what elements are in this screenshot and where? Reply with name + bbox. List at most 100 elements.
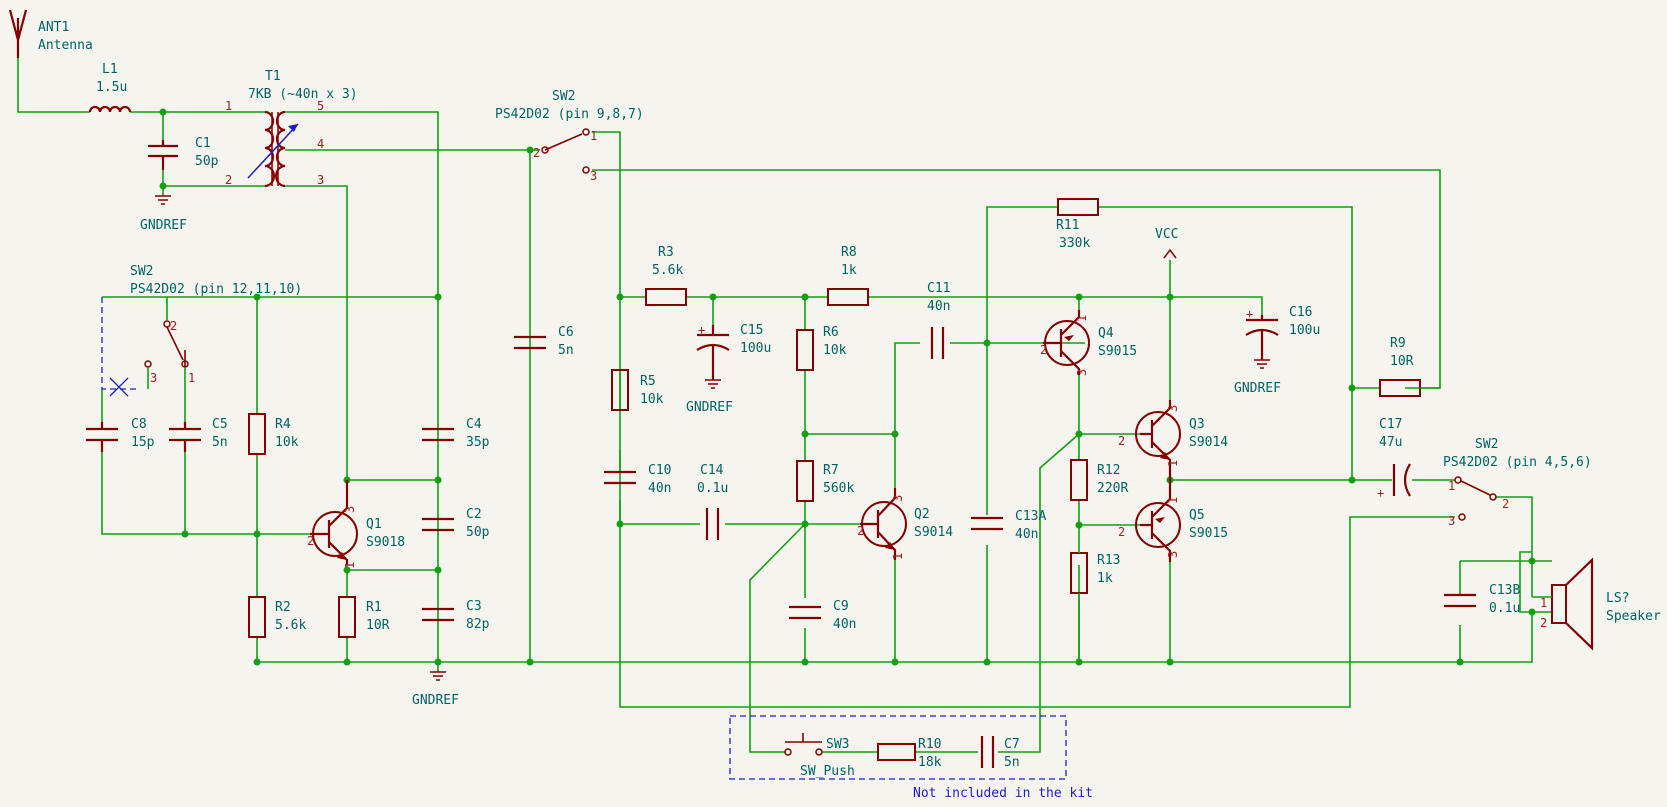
svg-text:SW_Push: SW_Push: [800, 764, 855, 779]
svg-text:1: 1: [1166, 460, 1180, 467]
svg-text:R10: R10: [918, 737, 941, 752]
resistor-r1[interactable]: R1 10R: [338, 596, 390, 638]
svg-text:1: 1: [590, 129, 597, 143]
inductor-l1[interactable]: L1 1.5u: [88, 62, 132, 113]
pushbutton-sw3[interactable]: SW3 SW_Push: [784, 733, 855, 779]
transformer-t1[interactable]: T1 7KB (~40n x 3) 1 2 5 4 3: [225, 69, 358, 188]
capacitor-c4[interactable]: C4 35p: [422, 417, 490, 450]
svg-text:S9015: S9015: [1098, 344, 1137, 359]
resistor-r5[interactable]: R5 10k: [611, 369, 664, 411]
svg-text:3: 3: [1166, 405, 1180, 412]
svg-text:R13: R13: [1097, 553, 1120, 568]
transistor-q5[interactable]: Q5 S9015 2: [1118, 480, 1228, 562]
junctions: [159, 108, 1536, 666]
capacitor-c2[interactable]: C2 50p: [422, 507, 490, 540]
svg-text:R11: R11: [1056, 218, 1079, 233]
resistor-r2[interactable]: R2 5.6k: [248, 596, 306, 638]
svg-text:1k: 1k: [841, 263, 857, 278]
capacitor-c10[interactable]: C10 40n: [604, 463, 671, 496]
svg-text:1: 1: [188, 371, 195, 385]
svg-text:0.1u: 0.1u: [697, 481, 728, 496]
svg-text:LS?: LS?: [1606, 591, 1629, 606]
capacitor-c7[interactable]: C7 5n: [980, 736, 1020, 770]
svg-text:Speaker: Speaker: [1606, 609, 1661, 624]
capacitor-c14[interactable]: C14 0.1u: [697, 463, 728, 540]
capacitor-c16[interactable]: + C16 100u GNDREF: [1234, 305, 1320, 396]
capacitor-c13b[interactable]: C13B 0.1u: [1444, 583, 1520, 616]
switch-sw2-c[interactable]: SW2 PS42D02 (pin 4,5,6) 1 2 3: [1443, 437, 1592, 528]
transistor-q3[interactable]: Q3 S9014 2: [1118, 400, 1228, 480]
svg-text:3: 3: [343, 506, 357, 513]
svg-text:3: 3: [317, 173, 324, 187]
svg-text:40n: 40n: [1015, 527, 1038, 542]
capacitor-c11[interactable]: C11 40n: [927, 281, 950, 359]
sw2b-value: PS42D02 (pin 12,11,10): [130, 282, 302, 297]
svg-text:5n: 5n: [1004, 755, 1020, 770]
transistor-pin-labels: 3 1 3 1 1 3 3 1 1 3: [343, 315, 1180, 569]
resistor-r10[interactable]: R10 18k: [877, 737, 942, 770]
svg-text:3: 3: [150, 371, 157, 385]
svg-text:C8: C8: [131, 417, 147, 432]
transistor-q2[interactable]: Q2 S9014 2: [857, 488, 953, 560]
svg-text:2: 2: [225, 173, 232, 187]
resistor-r7[interactable]: R7 560k: [796, 460, 854, 502]
svg-text:2: 2: [1040, 343, 1047, 357]
svg-text:1: 1: [225, 99, 232, 113]
svg-text:2: 2: [1502, 497, 1509, 511]
svg-text:VCC: VCC: [1155, 227, 1178, 242]
svg-text:3: 3: [1075, 369, 1089, 376]
svg-text:2: 2: [170, 319, 177, 333]
svg-text:PS42D02 (pin 4,5,6): PS42D02 (pin 4,5,6): [1443, 455, 1592, 470]
svg-text:R2: R2: [275, 600, 291, 615]
svg-text:Q5: Q5: [1189, 508, 1205, 523]
capacitor-c9[interactable]: C9 40n: [789, 599, 856, 632]
svg-text:1: 1: [1075, 315, 1089, 322]
capacitor-c13a[interactable]: C13A 40n: [971, 509, 1046, 542]
svg-text:3: 3: [1448, 514, 1455, 528]
svg-text:2: 2: [307, 534, 314, 548]
svg-text:C5: C5: [212, 417, 228, 432]
capacitor-c8[interactable]: C8 15p: [86, 417, 155, 452]
sw2b-ref: SW2: [130, 264, 153, 279]
antenna-ant1[interactable]: ANT1 Antenna: [8, 9, 93, 58]
switch-sw2-a[interactable]: SW2 PS42D02 (pin 9,8,7) 2 1 3: [495, 89, 644, 183]
capacitor-c6[interactable]: C6 5n: [514, 325, 574, 358]
svg-text:100u: 100u: [1289, 323, 1320, 338]
svg-text:1: 1: [891, 553, 905, 560]
resistor-r11[interactable]: R11 330k: [1056, 198, 1099, 251]
svg-text:Q1: Q1: [366, 517, 382, 532]
svg-text:5n: 5n: [558, 343, 574, 358]
svg-text:1k: 1k: [1097, 571, 1113, 586]
resistor-r12[interactable]: R12 220R: [1070, 459, 1128, 501]
svg-text:R7: R7: [823, 463, 839, 478]
capacitor-c3[interactable]: C3 82p: [422, 599, 490, 632]
resistor-r8[interactable]: R8 1k: [827, 245, 869, 306]
resistor-r6[interactable]: R6 10k: [796, 325, 847, 371]
svg-text:R8: R8: [841, 245, 857, 260]
capacitor-c15[interactable]: + C15 100u GNDREF: [686, 323, 771, 415]
capacitor-c1[interactable]: C1 50p: [148, 136, 219, 170]
resistor-r9[interactable]: R9 10R: [1379, 336, 1440, 397]
transistor-q4[interactable]: Q4 S9015 2: [1040, 310, 1137, 375]
svg-text:C10: C10: [648, 463, 671, 478]
transistor-q1[interactable]: Q1 S9018 2: [307, 480, 405, 565]
speaker-ls[interactable]: 1 2 LS? Speaker: [1532, 557, 1661, 651]
capacitor-c17[interactable]: + C17 47u: [1377, 417, 1411, 500]
svg-text:15p: 15p: [131, 435, 155, 450]
svg-text:C15: C15: [740, 323, 763, 338]
svg-text:+: +: [1377, 486, 1384, 500]
svg-text:R9: R9: [1390, 336, 1406, 351]
svg-text:5.6k: 5.6k: [275, 618, 306, 633]
svg-text:40n: 40n: [648, 481, 671, 496]
svg-text:2: 2: [857, 524, 864, 538]
svg-text:82p: 82p: [466, 617, 490, 632]
switch-sw2-b[interactable]: SW2 PS42D02 (pin 12,11,10) 2 3 1: [101, 264, 302, 397]
svg-text:2: 2: [1118, 525, 1125, 539]
svg-text:C2: C2: [466, 507, 482, 522]
svg-text:1: 1: [343, 562, 357, 569]
svg-text:S9015: S9015: [1189, 526, 1228, 541]
ant1-value: Antenna: [38, 38, 93, 53]
capacitor-c5[interactable]: C5 5n: [169, 417, 228, 452]
resistor-r4[interactable]: R4 10k: [248, 413, 299, 455]
resistor-r3[interactable]: R3 5.6k: [645, 245, 687, 306]
